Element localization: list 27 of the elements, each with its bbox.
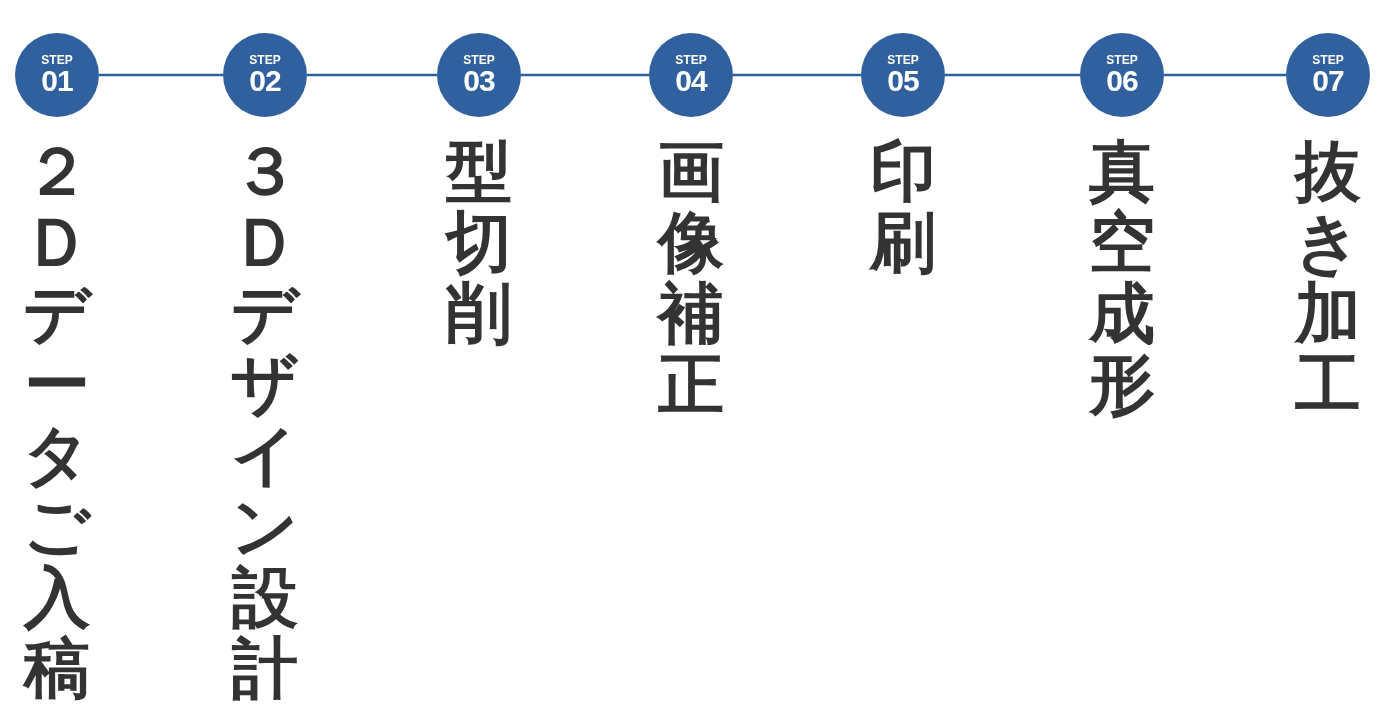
step-number: 02 <box>249 66 281 96</box>
connector-line <box>945 73 1080 77</box>
step-name: 真空成形 <box>1087 136 1156 420</box>
step-number: 03 <box>463 66 495 96</box>
step-label: STEP <box>675 54 707 66</box>
step-name: 抜き加工 <box>1292 136 1363 420</box>
step-label: STEP <box>887 54 919 66</box>
connector-line <box>521 73 649 77</box>
connector-line <box>99 73 223 77</box>
step-number: 05 <box>887 66 919 96</box>
step-label: STEP <box>1106 54 1138 66</box>
step-label: STEP <box>249 54 281 66</box>
connector-line <box>307 73 437 77</box>
step-name: ２Ｄデータご入稿 <box>21 136 93 704</box>
step-number: 06 <box>1106 66 1138 96</box>
connector-line <box>733 73 861 77</box>
step-name: 画像補正 <box>655 136 725 420</box>
step-number: 04 <box>675 66 707 96</box>
connector-line <box>1164 73 1286 77</box>
step-label: STEP <box>1312 54 1344 66</box>
step-label: STEP <box>41 54 73 66</box>
step-name: 印刷 <box>868 136 937 278</box>
step-number: 07 <box>1312 66 1344 96</box>
step-name: 型切削 <box>443 136 513 349</box>
step-number: 01 <box>41 66 73 96</box>
step-label: STEP <box>463 54 495 66</box>
step-name: ３Ｄデザイン設計 <box>230 136 301 704</box>
